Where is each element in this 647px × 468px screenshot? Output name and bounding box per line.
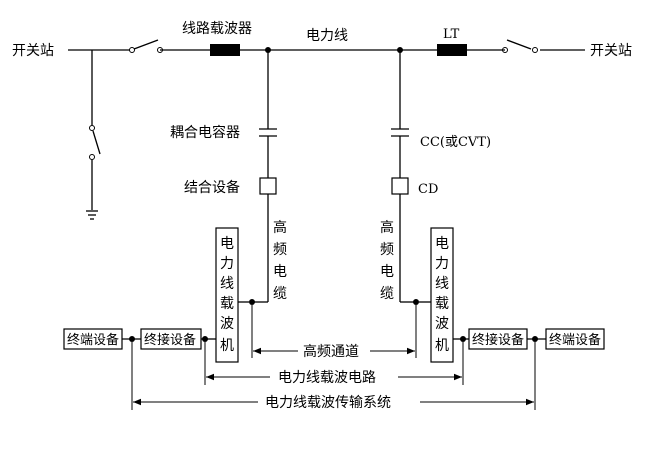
carrier-system-label: 电力线载波传输系统 <box>265 395 391 411</box>
svg-text:机: 机 <box>220 338 234 354</box>
svg-text:波: 波 <box>435 316 449 332</box>
svg-text:高: 高 <box>380 219 394 236</box>
coupling-device-left <box>259 177 277 195</box>
right-equipment-row <box>453 328 605 350</box>
interface-left-label: 终接设备 <box>144 332 196 348</box>
hf-cable-left-label: 高 频 电 缆 <box>273 219 287 302</box>
terminal-right-label: 终端设备 <box>549 332 601 348</box>
left-equipment-row <box>63 328 216 350</box>
svg-text:波: 波 <box>220 316 234 332</box>
carrier-machine-right-label: 电 力 线 载 波 机 <box>435 236 449 354</box>
carrier-circuit-label: 电力线载波电路 <box>278 370 376 386</box>
svg-text:高: 高 <box>273 219 287 236</box>
coupling-device-right <box>391 177 409 195</box>
hf-channel-label: 高频通道 <box>303 343 359 360</box>
svg-text:电: 电 <box>435 236 449 252</box>
left-coupling-chain <box>249 50 277 305</box>
cc-label: CC(或CVT) <box>420 135 491 150</box>
station-left-label: 开关站 <box>12 43 54 59</box>
svg-text:力: 力 <box>435 256 449 272</box>
coupling-device-label: 结合设备 <box>184 179 240 196</box>
svg-text:机: 机 <box>435 338 449 354</box>
svg-text:载: 载 <box>220 296 234 312</box>
wave-trap-right <box>437 44 467 56</box>
svg-text:电: 电 <box>273 264 287 280</box>
terminal-right-box <box>545 328 605 350</box>
dimension-arrows <box>133 347 534 406</box>
power-line-label: 电力线 <box>306 28 348 44</box>
left-line-switch <box>129 39 163 53</box>
right-line-switch <box>502 39 538 53</box>
hf-cable-right-label: 高 频 电 缆 <box>380 219 394 302</box>
svg-text:频: 频 <box>380 242 394 258</box>
lt-label: LT <box>443 27 460 42</box>
svg-text:力: 力 <box>220 256 234 272</box>
svg-text:缆: 缆 <box>273 286 287 302</box>
wave-trap-left <box>210 44 240 56</box>
interface-right-label: 终接设备 <box>472 332 524 348</box>
right-coupling-chain <box>391 50 419 305</box>
coupling-capacitor-label: 耦合电容器 <box>170 124 240 141</box>
svg-text:频: 频 <box>273 242 287 258</box>
carrier-machine-left-box <box>215 227 239 363</box>
wave-trap-label: 线路载波器 <box>182 21 252 37</box>
svg-text:载: 载 <box>435 296 449 312</box>
station-right-label: 开关站 <box>590 43 632 59</box>
dimension-guides <box>131 305 536 410</box>
ground-branch <box>86 50 101 220</box>
cd-label: CD <box>418 182 438 197</box>
svg-text:缆: 缆 <box>380 286 394 302</box>
svg-text:线: 线 <box>220 276 234 292</box>
carrier-machine-left-label: 电 力 线 载 波 机 <box>220 236 234 354</box>
svg-text:电: 电 <box>380 264 394 280</box>
svg-text:电: 电 <box>220 236 234 252</box>
svg-text:线: 线 <box>435 276 449 292</box>
carrier-machine-right-box <box>430 227 454 363</box>
terminal-left-label: 终端设备 <box>67 332 119 348</box>
